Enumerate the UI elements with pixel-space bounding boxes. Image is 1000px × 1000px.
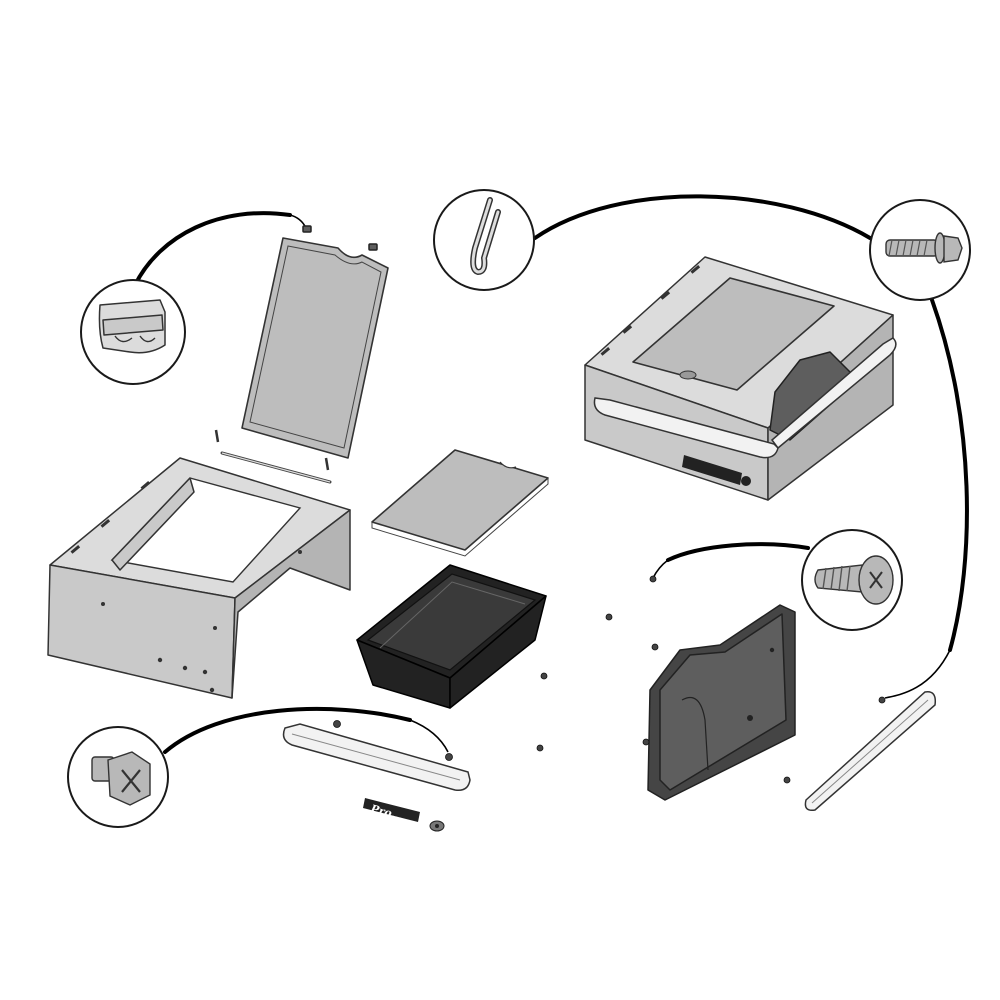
clip-detail — [80, 279, 186, 385]
front-handle — [282, 723, 471, 792]
brand-badge-text: Pro… — [368, 802, 404, 823]
cutting-board — [371, 449, 549, 557]
side-handle — [804, 691, 937, 812]
lid-clip-left — [302, 225, 312, 233]
loose-screws — [333, 575, 886, 784]
flange-bolt-detail — [869, 199, 971, 301]
clip-icon — [98, 299, 166, 354]
tapping-screw-icon — [814, 555, 894, 605]
side-panel — [647, 604, 796, 801]
badge-nut — [429, 820, 445, 832]
leader-lines — [133, 194, 969, 754]
lid-clip-right — [368, 243, 378, 251]
flange-bolt-icon — [885, 232, 963, 264]
brand-badge-assembled — [682, 455, 751, 486]
hinge-rod — [214, 429, 332, 484]
hex-bolt-icon — [91, 751, 151, 806]
hitch-pin-icon — [470, 197, 501, 276]
hitch-pin-detail — [433, 189, 535, 291]
brand-badge: Pro… — [363, 798, 420, 823]
lid-plate — [241, 225, 389, 459]
open-frame — [47, 457, 351, 699]
assembled-unit — [584, 256, 897, 501]
tapping-screw-detail — [801, 529, 903, 631]
storage-tub — [356, 564, 547, 709]
hex-bolt-detail — [67, 726, 169, 828]
